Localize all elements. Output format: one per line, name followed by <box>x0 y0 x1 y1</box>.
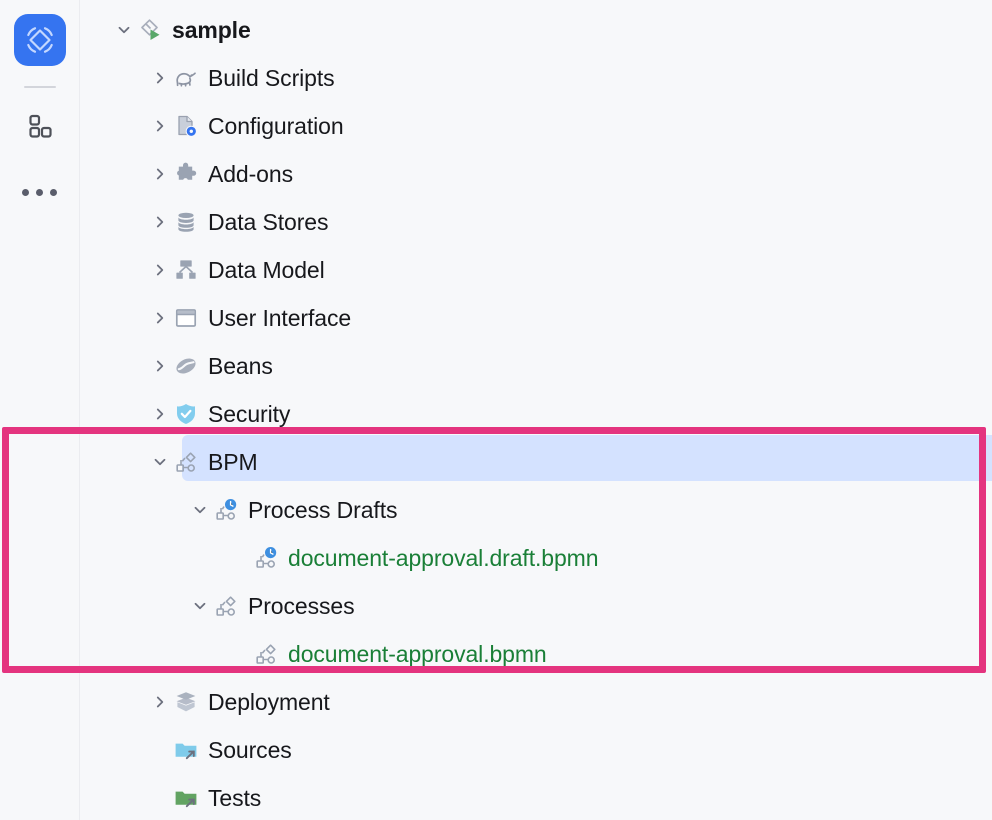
more-options-icon <box>36 188 43 196</box>
tree-node-configuration[interactable]: Configuration <box>80 102 992 150</box>
tree-node-label: Process Drafts <box>248 497 398 523</box>
tree-node-data-model[interactable]: Data Model <box>80 246 992 294</box>
config-file-gear-icon <box>172 112 200 140</box>
puzzle-piece-icon <box>172 160 200 188</box>
tool-rail <box>0 0 80 820</box>
chevron-right-icon[interactable] <box>148 162 172 186</box>
tree-node-label: Configuration <box>208 113 344 139</box>
tree-node-label: sample <box>172 17 251 43</box>
tree-node-label: User Interface <box>208 305 352 331</box>
tree-node-label: Data Model <box>208 257 325 283</box>
bpm-process-icon <box>212 592 240 620</box>
tree-node-label: document-approval.draft.bpmn <box>288 545 599 571</box>
tree-node-label: BPM <box>208 449 258 475</box>
project-blocks-button[interactable] <box>18 104 62 148</box>
tree-node-label: Security <box>208 401 291 427</box>
tree-node-process-drafts[interactable]: Process Drafts <box>80 486 992 534</box>
chevron-right-icon[interactable] <box>148 114 172 138</box>
tree-node-label: Data Stores <box>208 209 329 235</box>
chevron-right-icon[interactable] <box>148 258 172 282</box>
tree-node-document-approval-draft-bpmn[interactable]: document-approval.draft.bpmn <box>80 534 992 582</box>
tree-node-label: Processes <box>248 593 355 619</box>
chevron-right-icon[interactable] <box>148 402 172 426</box>
chevron-right-icon[interactable] <box>148 210 172 234</box>
rail-divider <box>23 86 56 88</box>
tree-node-document-approval-bpmn[interactable]: document-approval.bpmn <box>80 630 992 678</box>
tree-node-add-ons[interactable]: Add-ons <box>80 150 992 198</box>
selection-highlight <box>182 435 992 481</box>
tree-node-bpm[interactable]: BPM <box>80 438 992 486</box>
tree-node-label: Deployment <box>208 689 330 715</box>
bpm-process-icon <box>172 448 200 476</box>
gradle-elephant-icon <box>172 64 200 92</box>
chevron-down-icon[interactable] <box>148 450 172 474</box>
diamond-logo-icon <box>26 27 53 53</box>
tree-node-deployment[interactable]: Deployment <box>80 678 992 726</box>
more-options-button[interactable] <box>18 174 62 210</box>
window-frame-icon <box>172 304 200 332</box>
tree-node-label: Add-ons <box>208 161 293 187</box>
chevron-right-icon[interactable] <box>148 690 172 714</box>
tree-node-label: Build Scripts <box>208 65 335 91</box>
tree-node-sample[interactable]: sample <box>80 6 992 54</box>
chevron-down-icon[interactable] <box>188 594 212 618</box>
chevron-down-icon[interactable] <box>112 18 136 42</box>
package-box-icon <box>172 688 200 716</box>
project-tree[interactable]: sample <box>80 0 992 820</box>
app-logo[interactable] <box>13 14 66 66</box>
chevron-right-icon[interactable] <box>148 66 172 90</box>
tree-node-sources[interactable]: Sources <box>80 726 992 774</box>
bpm-draft-clock-icon <box>212 496 240 524</box>
tree-node-build-scripts[interactable]: Build Scripts <box>80 54 992 102</box>
database-icon <box>172 208 200 236</box>
folder-green-link-icon <box>172 784 200 812</box>
hierarchy-icon <box>172 256 200 284</box>
folder-blue-link-icon <box>172 736 200 764</box>
tree-node-beans[interactable]: Beans <box>80 342 992 390</box>
module-run-icon <box>136 16 164 44</box>
tree-node-tests[interactable]: Tests <box>80 774 992 820</box>
shield-check-icon <box>172 400 200 428</box>
tree-node-label: Tests <box>208 785 262 811</box>
chevron-down-icon[interactable] <box>188 498 212 522</box>
more-options-icon <box>50 188 57 196</box>
tree-rows: sample <box>80 6 992 820</box>
project-blocks-icon <box>28 114 52 138</box>
coffee-bean-icon <box>172 352 200 380</box>
tree-node-processes[interactable]: Processes <box>80 582 992 630</box>
bpm-process-icon <box>252 640 280 668</box>
tree-node-data-stores[interactable]: Data Stores <box>80 198 992 246</box>
bpm-draft-clock-icon <box>252 544 280 572</box>
chevron-right-icon[interactable] <box>148 354 172 378</box>
more-options-icon <box>22 188 29 196</box>
tree-node-security[interactable]: Security <box>80 390 992 438</box>
chevron-right-icon[interactable] <box>148 306 172 330</box>
tree-node-label: Beans <box>208 353 273 379</box>
tree-node-user-interface[interactable]: User Interface <box>80 294 992 342</box>
tree-node-label: document-approval.bpmn <box>288 641 547 667</box>
tree-node-label: Sources <box>208 737 292 763</box>
